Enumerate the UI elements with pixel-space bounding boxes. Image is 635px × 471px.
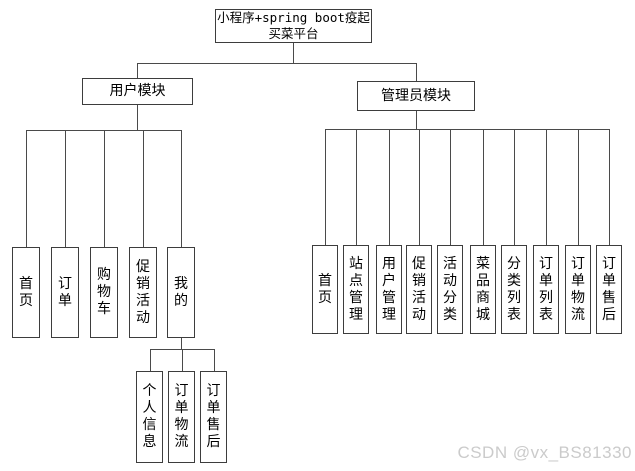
connector-line [356,129,357,245]
connector-line [546,129,547,245]
connector-line [214,349,215,371]
node-admin-promotions: 促销活动 [406,245,432,334]
connector-line [325,129,610,130]
connector-line [182,349,183,371]
connector-line [137,63,138,78]
node-order-aftersales-admin: 订单售后 [596,245,622,334]
node-order-logistics-user: 订单物流 [168,371,195,463]
connector-line [65,130,66,247]
node-category-list: 分类列表 [501,245,527,334]
connector-line [609,129,610,245]
node-order-list: 订单列表 [533,245,559,334]
connector-line [143,130,144,247]
node-personal-info: 个人信息 [136,371,163,463]
node-activity-categories: 活动分类 [437,245,463,334]
connector-line [450,129,451,245]
root-title-line1: 小程序+spring boot疫起 [217,10,370,25]
connector-line [293,43,294,63]
connector-line [419,129,420,245]
node-user-management: 用户管理 [376,245,402,334]
node-order-logistics-admin: 订单物流 [565,245,591,334]
node-root-platform: 小程序+spring boot疫起 买菜平台 [215,9,372,43]
connector-line [137,63,417,64]
node-user-cart: 购物车 [90,247,118,338]
node-order-aftersales-user: 订单售后 [200,371,227,463]
connector-line [325,129,326,245]
connector-line [181,338,182,349]
connector-line [389,129,390,245]
node-site-management: 站点管理 [343,245,369,334]
node-admin-home: 首页 [312,245,338,334]
connector-line [104,130,105,247]
connector-line [150,349,151,371]
root-title-line2: 买菜平台 [268,26,319,41]
connector-line [483,129,484,245]
node-user-mine: 我的 [167,247,195,338]
csdn-watermark: CSDN @vx_BS81330 [457,443,632,462]
node-dish-mall: 菜品商城 [470,245,496,334]
node-user-orders: 订单 [51,247,79,338]
connector-line [514,129,515,245]
node-user-module: 用户模块 [82,78,193,105]
node-user-promotions: 促销活动 [129,247,157,338]
connector-line [416,111,417,129]
connector-line [578,129,579,245]
connector-line [181,130,182,247]
connector-line [137,105,138,130]
connector-line [26,130,27,247]
node-admin-module: 管理员模块 [357,81,475,111]
connector-line [416,63,417,81]
node-user-home: 首页 [12,247,40,338]
